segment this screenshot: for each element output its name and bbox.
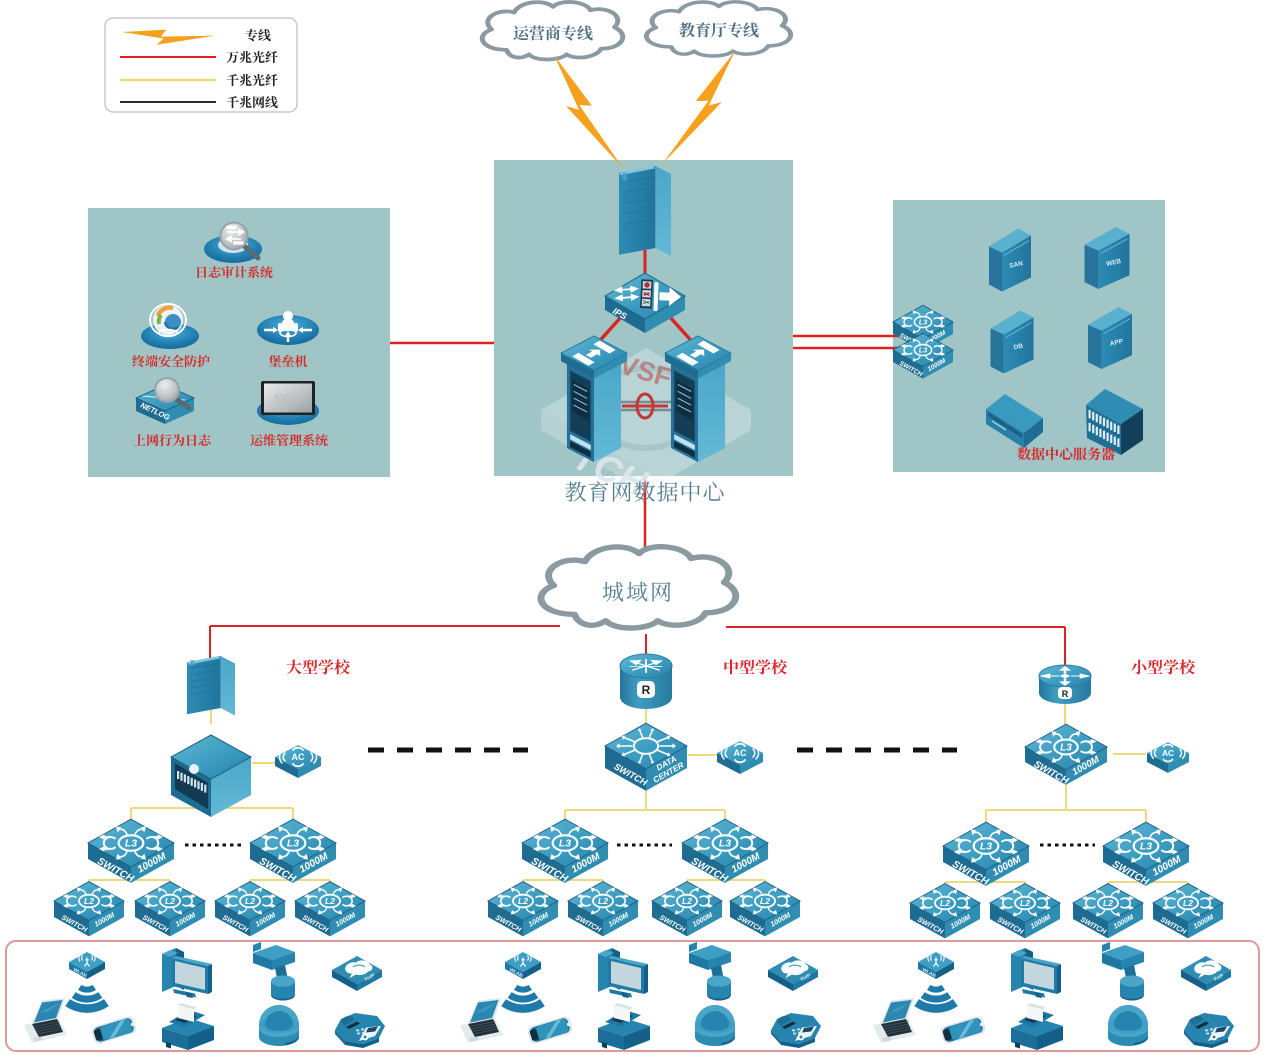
svg-text:AC: AC	[292, 752, 305, 762]
svg-text:R: R	[642, 683, 651, 697]
svg-text:L2: L2	[940, 898, 950, 908]
svg-text:L2: L2	[245, 896, 255, 906]
svg-text:L3: L3	[559, 838, 571, 850]
svg-text:L3: L3	[719, 838, 731, 850]
svg-text:L2: L2	[84, 896, 94, 906]
svg-text:SAN: SAN	[1009, 260, 1024, 270]
svg-text:DB: DB	[1013, 343, 1024, 352]
svg-text:L3: L3	[919, 318, 928, 327]
svg-text:L3: L3	[980, 841, 992, 853]
svg-text:L3: L3	[919, 346, 928, 355]
svg-text:AC: AC	[734, 748, 747, 758]
svg-text:L2: L2	[760, 896, 770, 906]
svg-text:L3: L3	[125, 838, 137, 850]
svg-text:L3: L3	[287, 838, 299, 850]
svg-text:L2: L2	[1183, 898, 1193, 908]
svg-text:L2: L2	[682, 896, 692, 906]
svg-text:AC: AC	[1162, 749, 1174, 758]
svg-text:L2: L2	[518, 896, 528, 906]
svg-text:L2: L2	[1020, 898, 1030, 908]
svg-text:L2: L2	[325, 896, 335, 906]
svg-text:R: R	[1062, 689, 1069, 699]
svg-text:L2: L2	[598, 896, 608, 906]
svg-text:L3: L3	[1060, 742, 1072, 753]
svg-text:L2: L2	[165, 896, 175, 906]
svg-text:L2: L2	[1103, 898, 1113, 908]
svg-text:APP: APP	[1109, 338, 1124, 348]
svg-text:WEB: WEB	[1106, 258, 1123, 268]
svg-text:L3: L3	[1140, 841, 1152, 853]
svg-text:SOC: SOC	[274, 391, 303, 406]
